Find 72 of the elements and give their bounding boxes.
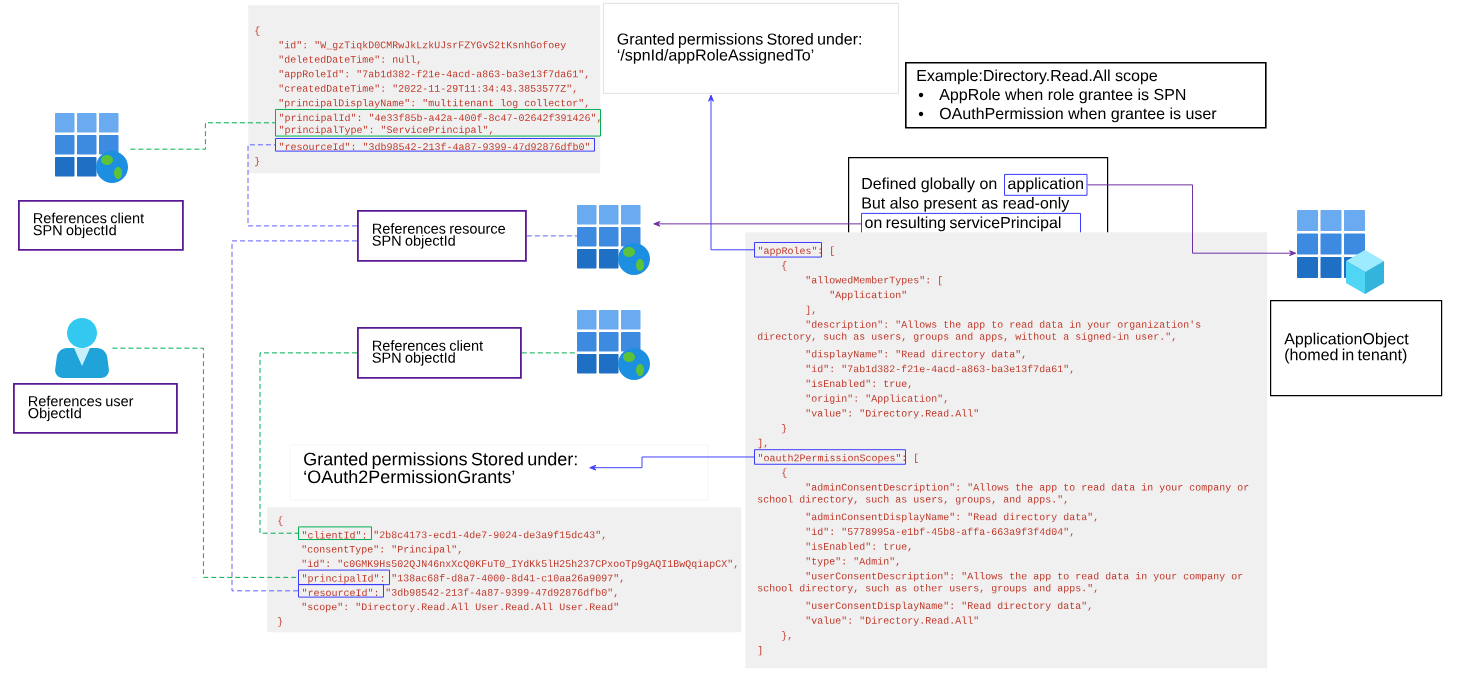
heading-text: Granted permissions Stored under: ‘OAuth2PermissionGrants’	[304, 452, 577, 484]
code-line: }	[782, 424, 787, 434]
highlighted-code: "clientId":	[298, 526, 372, 540]
code-line: "allowedMemberTypes": [	[806, 276, 942, 286]
connector-line	[526, 235, 578, 237]
highlighted-code: "resourceId":	[298, 584, 384, 598]
label-box: References user ObjectId	[13, 383, 178, 434]
app-icon	[577, 205, 650, 275]
code-line: {	[782, 468, 787, 478]
code-panel	[745, 232, 1268, 669]
code-line: ],	[758, 438, 767, 449]
code-line: "userConsentDisplayName": "Read directory data",	[806, 601, 1091, 611]
code-line: "adminConsentDescription": "Allows the app to read data in your company or school directory, such as users, groups, and apps.",	[758, 483, 1249, 505]
code-line: {	[278, 516, 283, 526]
code-line: "origin": "Application",	[806, 394, 947, 404]
note-box: Granted permissions Stored under: ‘/spnId/appRoleAssignedTo’	[603, 3, 899, 94]
code-line: "id": "W_gzTiqkD0CMRwJkLzkUJsrFZYGvS2tKsnhGofoey	[279, 40, 566, 51]
connector-line	[259, 352, 358, 534]
user-icon	[55, 318, 109, 378]
highlighted-text: application	[1004, 173, 1088, 196]
highlighted-code: "principalId":	[298, 569, 390, 586]
code-line: }	[255, 156, 260, 167]
label-box: References resource SPN objectId	[357, 210, 527, 262]
connector-line	[231, 240, 358, 592]
connector-line	[247, 144, 358, 227]
arrow	[653, 221, 862, 227]
connector-line	[129, 122, 276, 150]
code-line: "scope": "Directory.Read.All User.Read.All User.Read"	[302, 602, 618, 613]
code-line: },	[782, 631, 791, 641]
code-line: "value": "Directory.Read.All"	[806, 409, 978, 419]
app-cube-icon	[1297, 210, 1384, 294]
code-panel	[248, 5, 601, 174]
code-line: ],	[806, 305, 815, 315]
code-line: "adminConsentDisplayName": "Read directory data",	[806, 512, 1097, 523]
arrow	[1087, 184, 1297, 257]
code-line: }	[278, 617, 283, 627]
code-line: "3db98542-213f-4a87-9399-47d92876dfb0",	[386, 588, 617, 598]
app-icon	[577, 310, 650, 380]
code-line: : [	[819, 246, 834, 256]
note-box: Example:Directory.Read.All scope AppRole when role grantee is SPN OAuthPermission when grantee is user	[905, 62, 1267, 129]
highlighted-code: "principalId": "4e33f85b-a42a-400f-8c47-02642f391426", "principalType": "ServicePrincipal",	[275, 109, 601, 137]
app-icon	[55, 113, 128, 183]
code-line: "id": "c0GMK9Hs502QJN46nxXcQ0KFuT0_IYdKk5lH25h237CPxooTp9gAQI1BwQqiapCX",	[302, 559, 737, 569]
highlighted-code: "resourceId": "3db98542-213f-4a87-9399-47d92876dfb0"	[275, 138, 595, 152]
code-line: "consentType": "Principal",	[302, 545, 461, 555]
code-line: "displayName": "Read directory data",	[806, 350, 1025, 360]
label-box: References client SPN objectId	[357, 327, 522, 379]
code-line: "userConsentDescription": "Allows the app to read data in your company or school directory, such as other users, groups and apps.",	[758, 572, 1243, 594]
code-line: {	[782, 261, 787, 271]
code-line: "138ac68f-d8a7-4000-8d41-c10aa26a9097",	[392, 574, 623, 584]
code-line: "appRoleId": "7ab1d382-f21e-4acd-a863-ba3e13f7da61",	[279, 69, 588, 80]
code-panel	[267, 507, 742, 633]
code-line: "type": "Admin",	[806, 557, 899, 567]
label-box: References client SPN objectId	[18, 200, 184, 251]
code-line: "createdDateTime": "2022-11-29T11:34:43.3853577Z",	[279, 84, 576, 94]
code-line: "isEnabled": true,	[806, 379, 911, 389]
code-line: {	[255, 26, 260, 36]
code-line: "value": "Directory.Read.All"	[806, 616, 978, 626]
code-line: "2b8c4173-ecd1-4de7-9024-de3a9f15dc43",	[374, 530, 605, 540]
code-line: "id": "7ab1d382-f21e-4acd-a863-ba3e13f7da61",	[806, 364, 1073, 374]
connector-line	[521, 352, 578, 354]
code-line: ]	[758, 646, 762, 656]
code-line: "deletedDateTime": null,	[279, 55, 420, 65]
code-line: "isEnabled": true,	[806, 542, 911, 552]
code-line: : [	[903, 453, 918, 463]
arrow	[708, 94, 755, 251]
label-box: ApplicationObject (homed in tenant)	[1270, 300, 1443, 397]
code-line: "principalDisplayName": "multitenant log collector",	[279, 98, 588, 109]
code-line: "id": "5778995a-e1bf-45b8-affa-663a9f3f4d04",	[806, 527, 1073, 537]
arrow	[589, 456, 755, 471]
code-line: "Application"	[830, 290, 906, 301]
code-line: "description": "Allows the app to read data in your organization's directory, such as users, groups and apps, without a signed-in user.",	[757, 320, 1201, 342]
